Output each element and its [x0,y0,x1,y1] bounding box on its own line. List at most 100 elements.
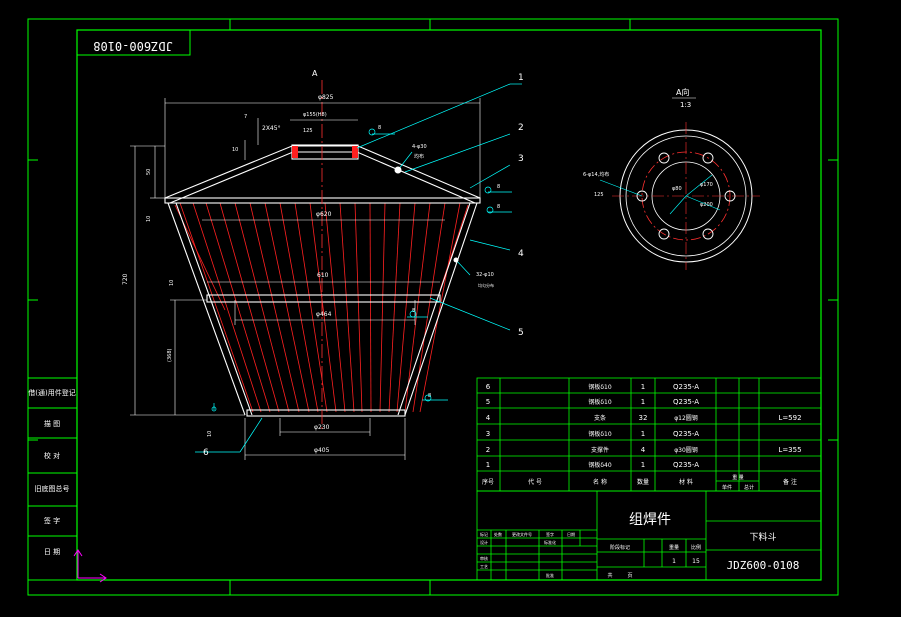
dim-d155: φ155(H8) [303,112,327,118]
hdr-mat: 材 料 [679,478,693,486]
zone-ticks [28,19,838,595]
tb-small: 标准化 [544,539,556,545]
dim-h125: 125 [303,128,313,134]
section-scale: 1:3 [680,101,691,109]
left-strip [27,377,78,581]
code-box-rotated: JDZ600-0108 [76,29,191,56]
dim-d230: φ230 [314,424,330,431]
sec-holes: 6-φ14,均布 [583,171,609,178]
bolt-hole [724,190,736,202]
row-mat: Q235-A [673,398,699,406]
row-no: 2 [486,446,490,454]
hdr-weight: 重 量 [732,474,744,481]
dimension-texts: A φ825 φ155(H8) 2X45° 125 7 50 10 720 10… [122,69,500,454]
hopper-hatching [174,202,469,413]
balloon-3: 3 [518,154,524,164]
tb-small: 更改文件号 [512,531,532,537]
tb-small: 批准 [546,572,554,578]
tb-small: 工艺 [480,564,488,569]
row-no: 5 [486,398,490,406]
balloon-5: 5 [518,328,524,338]
part-type: 组焊件 [629,512,671,528]
row-no: 3 [486,430,490,438]
tb-small: 审核 [480,555,488,561]
row-no: 4 [486,414,491,422]
tb-small: 日期 [567,531,575,537]
dim-w610: 610 [317,272,329,279]
dim-h10-top: 10 [146,216,152,222]
weld-size: 8 [378,125,381,131]
weld-size: 8 [497,184,500,190]
ucs-icon [73,549,107,583]
dim-d405: φ405 [314,447,330,454]
left-strip-labels: 借(通)用件登记 描 图 校 对 旧底图总号 签 字 日 期 [28,388,75,556]
row-mat: Q235-A [673,461,699,469]
tb-small: 签字 [546,531,554,537]
stage-label: 阶段标记 [610,544,630,551]
dim-h720: 720 [122,273,129,285]
row-no: 1 [486,461,490,469]
weld-size: 8 [428,393,431,399]
row-mat: Q235-A [673,383,699,391]
dimension-lines [130,98,481,460]
dim-h368: (368) [167,349,173,362]
hdr-qty: 数量 [637,478,649,486]
hopper-outline [164,144,481,417]
row-note: L=592 [778,414,801,422]
row-qty: 1 [641,430,645,438]
hdr-total: 总计 [744,484,754,491]
hdr-name: 名 称 [593,478,607,486]
dim-d620: φ620 [316,211,332,218]
row-qty: 1 [641,461,645,469]
drawing-no: JDZ600-0108 [727,559,800,572]
left-strip-label: 日 期 [44,548,60,556]
inner-border [76,29,822,581]
weld-size: 8 [497,204,500,210]
hdr-no: 序号 [482,478,494,486]
scale-label: 比例 [691,544,701,551]
balloon-4: 4 [518,249,524,259]
leader-dots [394,166,459,263]
bolt-hole [658,152,670,164]
row-qty: 32 [639,414,648,422]
section-view: A向 1:3 6-φ14,均布 125 φ170 φ80 φ200 [583,87,760,270]
dim-rod: 32-φ10 [476,272,494,278]
row-qty: 1 [641,398,645,406]
dim-h7: 7 [244,114,247,120]
title-block-text: 组焊件 下料斗 JDZ600-0108 阶段标记 重量 比例 1 15 共 页 … [480,512,799,579]
bolt-holes [636,152,736,240]
dim-holes-note: 均布 [414,153,424,160]
left-strip-label: 借(通)用件登记 [28,388,75,397]
sheets-a: 共 [607,572,612,579]
dim-h50: 50 [146,169,152,175]
dim-h10-bot: 10 [207,431,213,437]
balloon-numbers: 1 2 3 4 5 6 [203,73,524,458]
tb-small: 标记 [480,531,488,537]
row-mat: φ30圆钢 [674,446,698,454]
left-strip-label: 旧底图总号 [35,484,70,493]
row-name: 钢板δ10 [588,398,611,406]
parts-table-grid [476,377,822,492]
hdr-code: 代 号 [528,478,542,486]
drawing-name: 下料斗 [749,531,776,543]
outer-border [27,18,839,596]
balloon-2: 2 [518,123,524,133]
dim-d464: φ464 [316,311,332,318]
weight-label: 重量 [669,544,679,551]
row-mat: φ12圆钢 [674,414,698,422]
weld-symbols [211,128,512,412]
sec-d170: φ170 [700,182,713,188]
row-name: 钢板δ40 [588,461,611,469]
row-mat: Q235-A [673,430,699,438]
scale-b: 15 [692,558,700,565]
row-note: L=355 [778,446,801,454]
leader-lines [195,83,522,453]
dim-h10-mid: 10 [169,280,175,286]
row-name: 支撑件 [591,446,609,454]
row-no: 6 [486,383,491,391]
section-title: A向 [676,87,689,97]
row-name: 钢板δ10 [588,430,611,438]
tb-small: 处数 [494,531,502,537]
sheets-b: 页 [627,573,632,579]
tb-small: 设计 [480,539,488,545]
